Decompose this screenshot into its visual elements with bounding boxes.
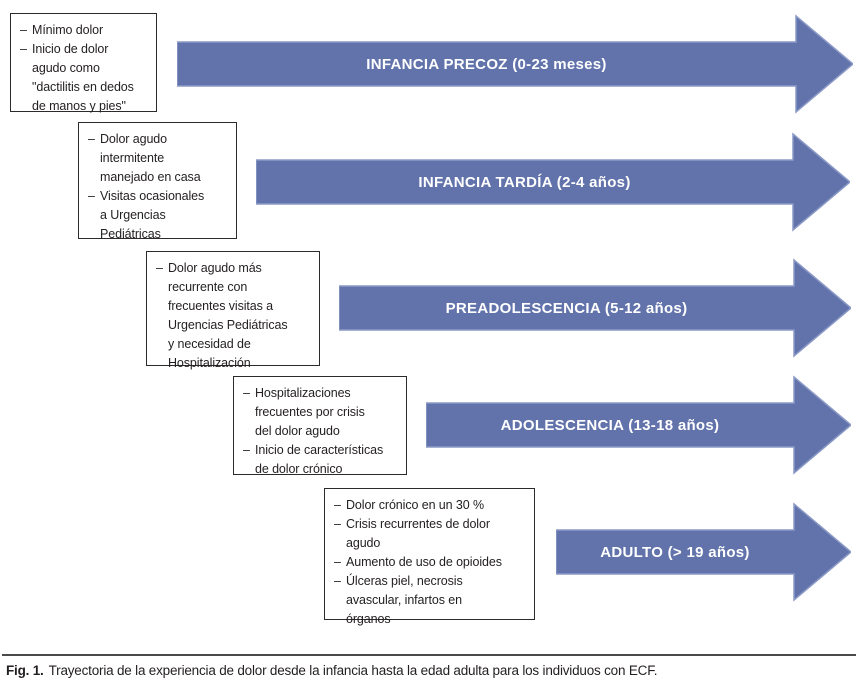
bullet-item: – Úlceras piel, necrosis avascular, infa… (334, 572, 530, 629)
bullet-text: Dolor agudo más recurrente con frecuente… (168, 261, 288, 370)
bullet-item: – Dolor crónico en un 30 % (334, 496, 530, 515)
stage-arrow-label: PREADOLESCENCIA (5-12 años) (445, 299, 688, 317)
bullet-dash: – (334, 517, 341, 531)
right-arrow-icon (339, 258, 851, 358)
bullet-dash: – (334, 574, 341, 588)
bullet-item: – Dolor agudo más recurrente con frecuen… (156, 259, 315, 373)
bullet-text: Úlceras piel, necrosis avascular, infart… (346, 574, 463, 626)
stage-arrow-preadolescencia: PREADOLESCENCIA (5-12 años) (339, 258, 851, 358)
stage-arrow-label: ADULTO (> 19 años) (600, 543, 750, 561)
right-arrow-shape (339, 258, 851, 358)
stage-arrow-adulto: ADULTO (> 19 años) (556, 502, 851, 602)
bullet-item: – Inicio de dolor agudo como "dactilitis… (20, 40, 152, 116)
bullet-text: Dolor crónico en un 30 % (346, 498, 484, 512)
bullet-dash: – (243, 386, 250, 400)
stage-box-infancia-tardia: – Dolor agudo intermitente manejado en c… (78, 122, 237, 241)
bullet-item: – Aumento de uso de opioides (334, 553, 530, 572)
right-arrow-icon (426, 375, 851, 475)
stage-box-adolescencia: – Hospitalizaciones frecuentes por crisi… (233, 376, 407, 476)
right-arrow-shape (177, 14, 853, 114)
right-arrow-shape (256, 132, 850, 232)
stage-box-preadolescencia: – Dolor agudo más recurrente con frecuen… (146, 251, 320, 370)
right-arrow-shape (556, 502, 851, 602)
stage-arrow-label: ADOLESCENCIA (13-18 años) (500, 416, 720, 434)
figure-caption: Fig. 1. Trayectoria de la experiencia de … (2, 654, 856, 679)
bullet-text: Dolor agudo intermitente manejado en cas… (100, 132, 201, 184)
bullet-dash: – (334, 498, 341, 512)
right-arrow-icon (556, 502, 851, 602)
figure-caption-label: Fig. 1. (6, 663, 44, 678)
bullet-item: – Crisis recurrentes de dolor agudo (334, 515, 530, 553)
stage-box-adulto: – Dolor crónico en un 30 % – Crisis recu… (324, 488, 535, 626)
bullet-dash: – (243, 443, 250, 457)
bullet-text: Crisis recurrentes de dolor agudo (346, 517, 490, 550)
stage-arrow-adolescencia: ADOLESCENCIA (13-18 años) (426, 375, 851, 475)
stage-box-infancia-precoz: – Mínimo dolor – Inicio de dolor agudo c… (10, 13, 157, 113)
bullet-text: Inicio de dolor agudo como "dactilitis e… (32, 42, 134, 113)
bullet-text: Mínimo dolor (32, 23, 104, 37)
bullet-dash: – (88, 189, 95, 203)
stage-arrow-label: INFANCIA TARDÍA (2-4 años) (418, 173, 631, 191)
bullet-dash: – (334, 555, 341, 569)
bullet-item: – Inicio de características de dolor cró… (243, 441, 402, 479)
bullet-dash: – (20, 42, 27, 56)
stage-arrow-label: INFANCIA PRECOZ (0-23 meses) (366, 55, 607, 73)
right-arrow-shape (426, 375, 851, 475)
bullet-item: – Mínimo dolor (20, 21, 152, 40)
bullet-text: Visitas ocasionales a Urgencias Pediátri… (100, 189, 205, 241)
bullet-item: – Dolor agudo intermitente manejado en c… (88, 130, 232, 187)
bullet-text: Inicio de características de dolor cróni… (255, 443, 384, 476)
bullet-item: – Hospitalizaciones frecuentes por crisi… (243, 384, 402, 441)
stage-arrow-infancia-precoz: INFANCIA PRECOZ (0-23 meses) (177, 14, 853, 114)
stage-arrow-infancia-tardia: INFANCIA TARDÍA (2-4 años) (256, 132, 850, 232)
bullet-dash: – (156, 261, 163, 275)
bullet-text: Hospitalizaciones frecuentes por crisis … (255, 386, 365, 438)
bullet-item: – Visitas ocasionales a Urgencias Pediát… (88, 187, 232, 244)
bullet-dash: – (20, 23, 27, 37)
bullet-dash: – (88, 132, 95, 146)
right-arrow-icon (177, 14, 853, 114)
figure-caption-text: Trayectoria de la experiencia de dolor d… (48, 663, 658, 678)
bullet-text: Aumento de uso de opioides (346, 555, 502, 569)
right-arrow-icon (256, 132, 850, 232)
